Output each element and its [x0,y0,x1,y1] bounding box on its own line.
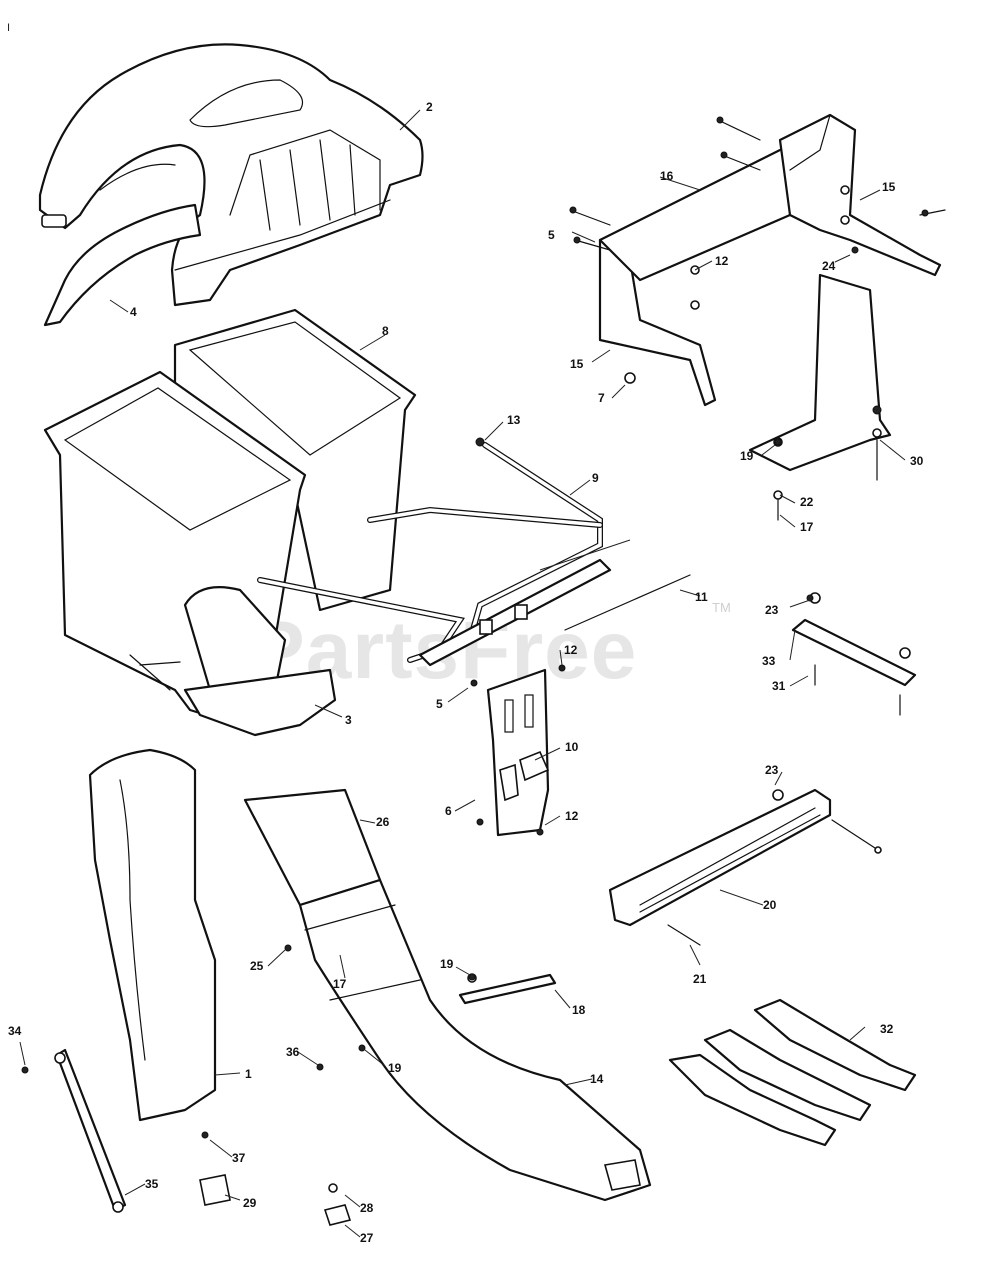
callout-32: 32 [880,1022,894,1036]
callout-18: 18 [572,1003,586,1017]
callout-4: 4 [130,305,137,319]
callout-19-right: 19 [740,449,754,463]
callout-36: 36 [286,1045,300,1059]
callout-22: 22 [800,495,814,509]
callout-10: 10 [565,740,579,754]
callout-23-low: 23 [765,763,779,777]
part-discharge-chute-lower[interactable] [243,788,652,1202]
callout-15-top: 15 [882,180,896,194]
leader-lines [19,109,906,1238]
callout-9: 9 [592,471,599,485]
callout-16: 16 [660,169,674,183]
callout-labels: 2 4 8 3 16 15 15 5 12 24 7 13 9 11 12 5 … [8,100,924,1245]
callout-29: 29 [243,1196,257,1210]
callout-21: 21 [693,972,707,986]
callout-12-top: 12 [715,254,729,268]
callout-19-upper: 19 [440,957,454,971]
callout-13: 13 [507,413,521,427]
callout-35: 35 [145,1177,159,1191]
part-discharge-chute-upper[interactable] [88,748,217,1122]
callout-26: 26 [376,815,390,829]
part-deflector-bracket[interactable] [748,273,892,521]
part-bag-frame[interactable] [257,442,612,667]
callout-1: 1 [245,1067,252,1081]
callout-20: 20 [763,898,777,912]
part-mounting-bracket-assembly[interactable] [598,113,942,407]
part-support-rod[interactable] [54,1048,127,1213]
callout-11: 11 [695,590,708,604]
callout-3: 3 [345,713,352,727]
callout-15-bottom: 15 [570,357,584,371]
part-counterweight[interactable] [608,788,882,946]
callout-27: 27 [360,1231,374,1245]
watermark-trademark: TM [712,600,731,615]
callout-17-low: 17 [333,977,347,991]
part-rod[interactable] [539,539,691,631]
callout-12-mid: 12 [564,643,578,657]
part-side-deflector[interactable] [43,203,202,327]
callout-17-right: 17 [800,520,814,534]
callout-19-lower: 19 [388,1061,402,1075]
hardware-bolts-top [569,116,946,384]
part-mount-plate[interactable] [486,668,550,837]
part-mower-blades[interactable] [668,998,917,1147]
callout-24: 24 [822,259,836,273]
callout-8: 8 [382,324,389,338]
callout-33: 33 [762,654,776,668]
callout-25: 25 [250,959,264,973]
callout-7: 7 [598,391,605,405]
callout-28: 28 [360,1201,374,1215]
part-grass-bags[interactable] [43,308,417,737]
callout-2: 2 [426,100,433,114]
callout-5-mid: 5 [436,697,443,711]
small-hardware [21,437,814,1226]
callout-30: 30 [910,454,924,468]
callout-31: 31 [772,679,786,693]
callout-5-top: 5 [548,228,555,242]
callout-14: 14 [590,1072,604,1086]
part-strap[interactable] [791,592,917,716]
page-corner-mark: I [7,22,11,34]
callout-37: 37 [232,1151,246,1165]
callout-12-low: 12 [565,809,579,823]
part-bagger-cover[interactable] [38,43,424,307]
callout-6: 6 [445,804,452,818]
callout-34: 34 [8,1024,22,1038]
callout-23-top: 23 [765,603,779,617]
